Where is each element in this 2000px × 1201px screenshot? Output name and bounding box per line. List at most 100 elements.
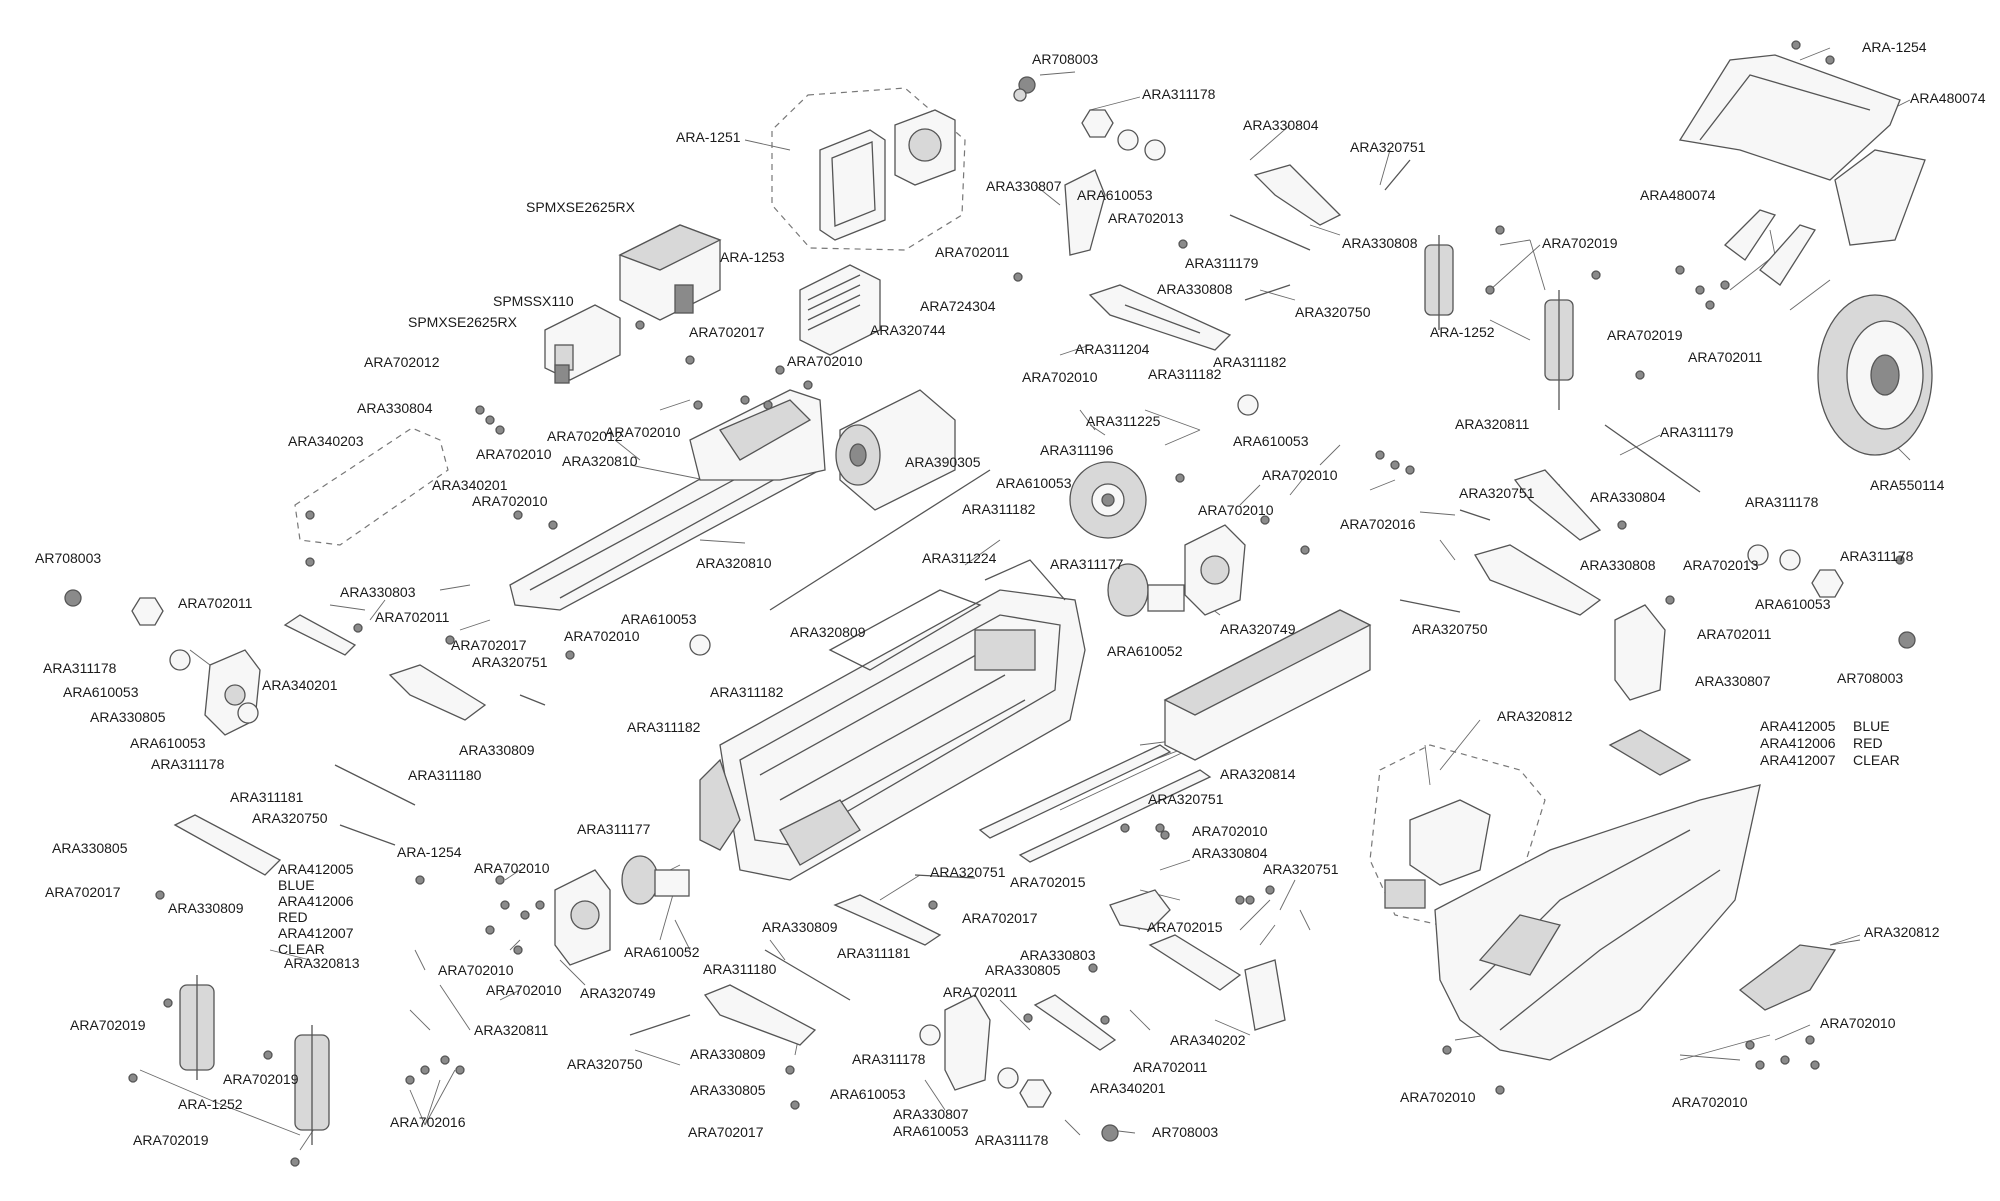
part-label: ARA330803 bbox=[1020, 947, 1096, 963]
part-label: ARA320813 bbox=[284, 955, 360, 971]
part-label: ARA702013 bbox=[1108, 210, 1184, 226]
part-label: ARA702013 bbox=[1683, 557, 1759, 573]
part-label: ARA550114 bbox=[1870, 477, 1945, 493]
part-label: ARA320751 bbox=[1148, 791, 1224, 807]
part-label: ARA340201 bbox=[1090, 1080, 1166, 1096]
part-label: ARA330807 bbox=[1695, 673, 1771, 689]
part-label: ARA702019 bbox=[1607, 327, 1683, 343]
part-label: ARA330805 bbox=[52, 840, 128, 856]
rear-arm-right-lower bbox=[1474, 544, 1602, 616]
part-labels: AR708003 ARA311178 ARA-1251 ARA330804 AR… bbox=[35, 39, 1986, 1148]
part-label: ARA702010 bbox=[476, 446, 552, 462]
part-label: ARA-1252 bbox=[1430, 324, 1495, 340]
part-label: ARA311180 bbox=[703, 961, 777, 977]
part-label: BLUE bbox=[278, 877, 315, 893]
esc-and-receiver bbox=[618, 224, 881, 356]
part-label: ARA-1254 bbox=[1862, 39, 1927, 55]
part-label: ARA610053 bbox=[996, 475, 1072, 491]
part-label: ARA311177 bbox=[1050, 556, 1124, 572]
servo-saver-group-outline bbox=[294, 427, 449, 546]
part-label: ARA340202 bbox=[1170, 1032, 1246, 1048]
part-label: ARA330807 bbox=[986, 178, 1062, 194]
front-upper-arm bbox=[283, 614, 357, 656]
part-label: ARA320810 bbox=[562, 453, 638, 469]
part-label: ARA412005 bbox=[1760, 718, 1836, 734]
part-label: ARA702019 bbox=[70, 1017, 146, 1033]
part-label: ARA412006 bbox=[278, 893, 354, 909]
bearings bbox=[169, 129, 1801, 1089]
shock-rear-right bbox=[1544, 290, 1574, 410]
part-label: ARA311181 bbox=[230, 789, 304, 805]
spur-gear bbox=[1069, 461, 1147, 539]
part-label: ARA311182 bbox=[1213, 354, 1287, 370]
body-mount bbox=[1384, 799, 1491, 909]
part-label: ARA320749 bbox=[580, 985, 656, 1001]
part-label: ARA320750 bbox=[252, 810, 328, 826]
center-diff-housing bbox=[1184, 524, 1246, 616]
part-label: ARA702012 bbox=[364, 354, 440, 370]
part-label: ARA320750 bbox=[1295, 304, 1371, 320]
part-label: AR708003 bbox=[35, 550, 101, 566]
part-label: ARA702010 bbox=[1400, 1089, 1476, 1105]
part-label: ARA330804 bbox=[1192, 845, 1268, 861]
turnbuckle-arm bbox=[1033, 994, 1117, 1051]
wheel-tire bbox=[1817, 294, 1933, 456]
part-label: ARA702015 bbox=[1147, 919, 1223, 935]
part-label: ARA330809 bbox=[762, 919, 838, 935]
part-label: ARA724304 bbox=[920, 298, 996, 314]
part-label: ARA610053 bbox=[1077, 187, 1153, 203]
part-label: ARA320744 bbox=[870, 322, 946, 338]
part-label: ARA330805 bbox=[90, 709, 166, 725]
fan-group-outline bbox=[771, 87, 966, 251]
leader-lines bbox=[139, 47, 1911, 1151]
part-label: ARA702010 bbox=[438, 962, 514, 978]
cooling-fan bbox=[819, 109, 956, 241]
part-label: ARA610053 bbox=[621, 611, 697, 627]
body-shell bbox=[1434, 784, 1761, 1061]
caster-block-right bbox=[1244, 959, 1286, 1031]
part-label: ARA311225 bbox=[1086, 413, 1161, 429]
part-label: ARA340201 bbox=[432, 477, 508, 493]
part-label: RED bbox=[1853, 735, 1883, 751]
part-label: ARA320810 bbox=[696, 555, 772, 571]
chassis-foam-strips bbox=[978, 744, 1212, 863]
part-label: ARA610053 bbox=[893, 1123, 969, 1139]
shock-rear-left bbox=[1424, 235, 1454, 330]
part-label: ARA702011 bbox=[1697, 626, 1772, 642]
part-label: CLEAR bbox=[278, 941, 325, 957]
part-label: RED bbox=[278, 909, 308, 925]
part-label: AR708003 bbox=[1837, 670, 1903, 686]
part-label: ARA311181 bbox=[837, 945, 911, 961]
part-label: ARA702010 bbox=[1820, 1015, 1896, 1031]
shock-front-left bbox=[179, 975, 215, 1080]
part-label: ARA702017 bbox=[45, 884, 121, 900]
part-label: ARA480074 bbox=[1910, 90, 1986, 106]
part-label: ARA320814 bbox=[1220, 766, 1296, 782]
center-driveshaft bbox=[769, 469, 991, 611]
part-label: ARA330803 bbox=[340, 584, 416, 600]
part-label: ARA330809 bbox=[690, 1046, 766, 1062]
part-label: ARA610052 bbox=[624, 944, 700, 960]
part-label: ARA330804 bbox=[1243, 117, 1319, 133]
part-label: ARA702011 bbox=[375, 609, 450, 625]
part-label: ARA320811 bbox=[1455, 416, 1530, 432]
part-label: ARA320750 bbox=[567, 1056, 643, 1072]
part-label: ARA340201 bbox=[262, 677, 338, 693]
part-label: ARA311179 bbox=[1185, 255, 1259, 271]
front-hub-carrier-bottom bbox=[944, 994, 991, 1091]
rear-lower-arm bbox=[1088, 284, 1232, 351]
battery-pack bbox=[1163, 609, 1372, 761]
part-label: ARA320811 bbox=[474, 1022, 549, 1038]
part-label: ARA702010 bbox=[474, 860, 550, 876]
part-label: ARA311182 bbox=[627, 719, 701, 735]
part-label: ARA702012 bbox=[547, 428, 623, 444]
part-label: ARA702010 bbox=[1022, 369, 1098, 385]
part-label: ARA330809 bbox=[459, 742, 535, 758]
part-label: ARA311178 bbox=[1745, 494, 1819, 510]
part-label: ARA311178 bbox=[1142, 86, 1216, 102]
part-label: ARA330804 bbox=[1590, 489, 1666, 505]
chassis-tub-illustration bbox=[699, 559, 1086, 881]
part-label: ARA702016 bbox=[390, 1114, 466, 1130]
part-label: ARA320809 bbox=[790, 624, 866, 640]
